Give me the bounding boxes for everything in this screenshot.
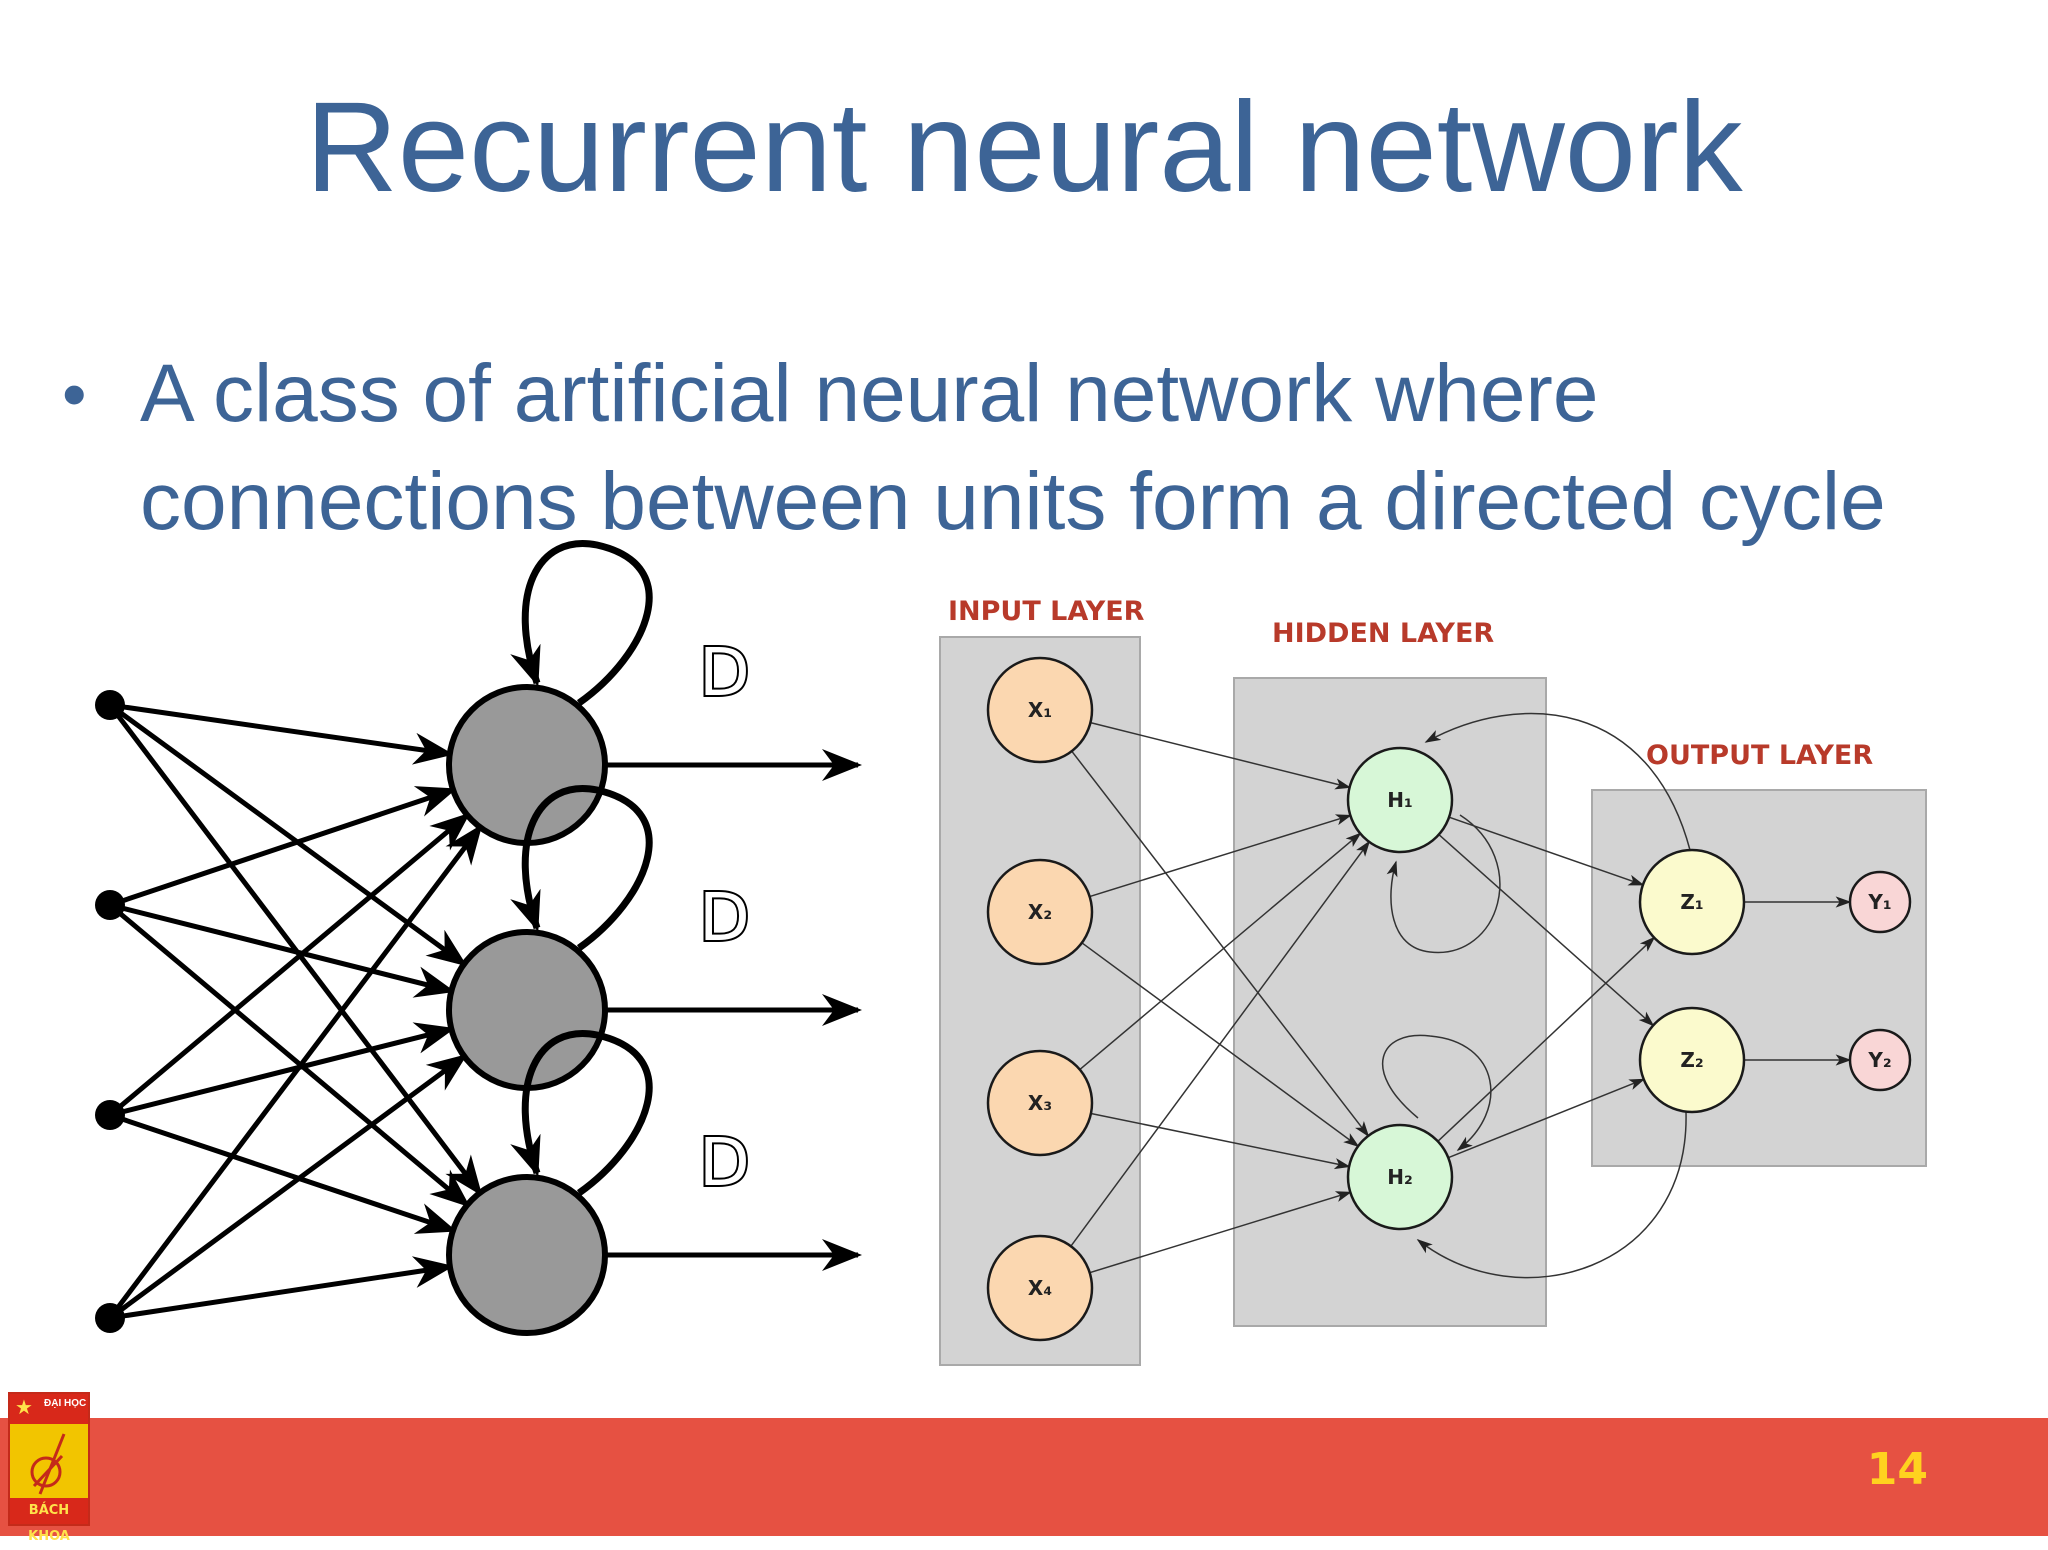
hidden-node-label: H₂ [1387, 1165, 1413, 1189]
hidden-layer-label: HIDDEN LAYER [1272, 618, 1494, 649]
input-point [95, 890, 125, 920]
right-rnn-diagram: INPUT LAYER HIDDEN LAYER OUTPUT LAYER X₁… [939, 596, 1927, 1366]
recurrent-loop-arrow [510, 785, 653, 951]
output-node [1638, 1006, 1746, 1114]
star-icon: ★ [15, 1397, 33, 1419]
input-to-neuron-connection [108, 703, 483, 1197]
input-point [95, 1100, 125, 1130]
right-nodes: X₁ X₂ X₃ X₄ H₁ H₂ Z₁ Z₂ Y₁ Y₂ [986, 656, 1912, 1342]
output-node-label: Z₂ [1680, 1048, 1703, 1072]
hidden-to-output-connection [1448, 816, 1645, 886]
input-to-neuron-connection [109, 702, 454, 765]
delay-label: D [699, 879, 750, 956]
left-rnn-diagram: D D D [95, 540, 862, 1336]
input-point [95, 1303, 125, 1333]
neuron-unit [446, 929, 608, 1091]
hidden-to-output-connection [1447, 1078, 1646, 1159]
recurrent-loop-arrow [510, 1030, 653, 1196]
hidden-to-output-connection [1438, 834, 1655, 1027]
output-layer-box [1591, 789, 1927, 1167]
input-node [986, 858, 1094, 966]
output-to-hidden-feedback [1424, 712, 1691, 851]
input-to-hidden-connection [1070, 840, 1371, 1247]
input-to-hidden-connection [1089, 814, 1352, 898]
final-output-node-label: Y₂ [1867, 1048, 1891, 1072]
hidden-node [1346, 1123, 1454, 1231]
hidden-node-label: H₁ [1387, 788, 1413, 812]
right-connections [1070, 712, 1852, 1279]
input-layer-label: INPUT LAYER [948, 596, 1145, 627]
input-to-neuron-connection [109, 902, 456, 998]
input-node-label: X₄ [1028, 1276, 1052, 1300]
input-node [986, 1049, 1094, 1157]
logo-top-text: ĐẠI HỌC [44, 1398, 87, 1409]
hidden-to-output-connection [1437, 936, 1656, 1142]
input-to-hidden-connection [1090, 721, 1352, 790]
final-output-node [1848, 1028, 1912, 1092]
input-node [986, 1234, 1094, 1342]
input-to-neuron-connection [109, 786, 457, 908]
logo-emblem-icon [30, 1433, 66, 1495]
input-to-neuron-connection [109, 1112, 457, 1234]
input-to-neuron-connection [108, 824, 483, 1320]
final-output-node-label: Y₁ [1867, 890, 1891, 914]
recurrent-loop-arrow [510, 540, 653, 706]
neuron-unit [446, 1174, 608, 1336]
bullet-text: A class of artificial neural network whe… [140, 348, 1886, 547]
input-to-hidden-connection [1089, 1191, 1352, 1274]
input-to-neuron-connection [108, 1053, 468, 1321]
input-point [95, 690, 125, 720]
input-node-label: X₂ [1028, 900, 1052, 924]
hidden-self-loop [1381, 1034, 1492, 1151]
footer-bar [0, 1418, 2048, 1536]
input-node-label: X₃ [1028, 1091, 1052, 1115]
hidden-node [1346, 746, 1454, 854]
university-logo: ★ ĐẠI HỌC BÁCH KHOA [8, 1392, 90, 1544]
hidden-self-loop [1386, 814, 1501, 954]
output-to-hidden-feedback [1416, 1111, 1687, 1279]
delay-label: D [699, 1124, 750, 1201]
page-number: 14 [1866, 1444, 1928, 1495]
input-to-neuron-connection [108, 702, 468, 967]
bullet-dot-icon: • [62, 355, 87, 433]
output-node [1638, 848, 1746, 956]
output-layer-label: OUTPUT LAYER [1646, 740, 1873, 771]
input-to-neuron-connection [109, 1022, 456, 1118]
neuron-unit [446, 684, 608, 846]
input-to-hidden-connection [1090, 1112, 1351, 1170]
slide-title: Recurrent neural network [305, 76, 1743, 219]
input-to-hidden-connection [1079, 832, 1362, 1071]
input-to-neuron-connection [108, 812, 471, 1117]
input-to-neuron-connection [109, 1256, 454, 1321]
input-node [986, 656, 1094, 764]
logo-bottom-text: BÁCH KHOA [10, 1498, 88, 1544]
output-node-label: Z₁ [1680, 890, 1703, 914]
delay-label: D [699, 634, 750, 711]
input-to-neuron-connection [108, 903, 471, 1208]
final-output-node [1848, 870, 1912, 934]
logo-top-band [10, 1394, 88, 1424]
input-to-hidden-connection [1071, 750, 1370, 1138]
input-node-label: X₁ [1028, 698, 1052, 722]
